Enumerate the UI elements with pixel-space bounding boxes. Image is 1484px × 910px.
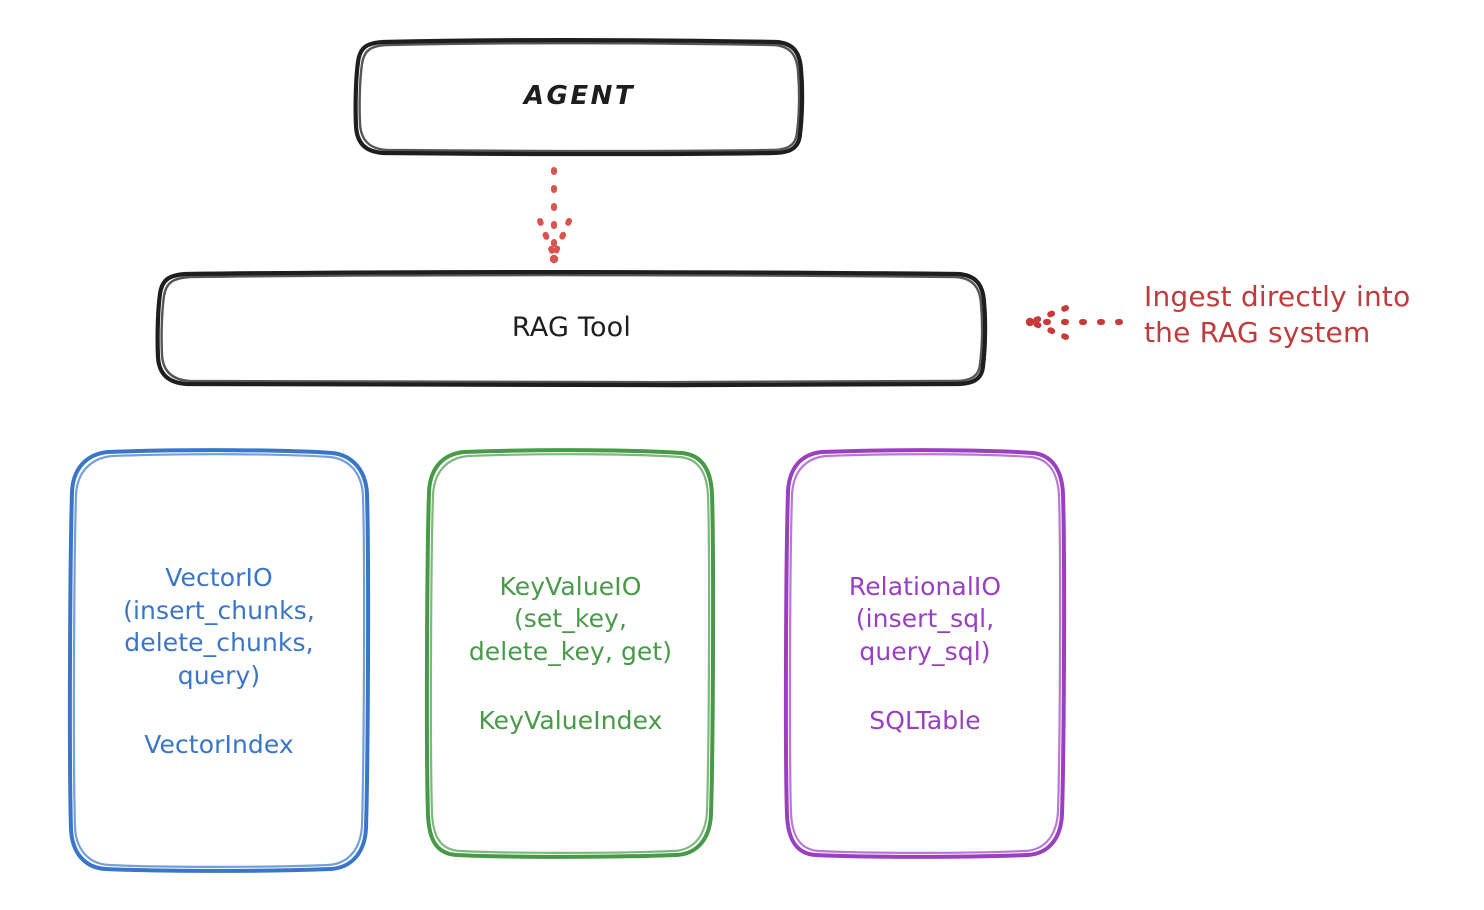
dotted-arrow-left-icon	[1025, 305, 1123, 340]
rag-tool-node[interactable]: RAG Tool	[157, 272, 986, 384]
agent-node-label: AGENT	[523, 80, 636, 111]
vector-io-node-label: VectorIO (insert_chunks, delete_chunks, …	[123, 563, 315, 690]
key-value-io-node-label: KeyValueIO (set_key, delete_key, get)	[468, 571, 673, 666]
key-value-io-node[interactable]: KeyValueIO (set_key, delete_key, get) Ke…	[428, 450, 713, 856]
vector-io-node[interactable]: VectorIO (insert_chunks, delete_chunks, …	[70, 450, 368, 871]
key-value-io-node-sublabel: KeyValueIndex	[478, 706, 663, 736]
rag-tool-node-label: RAG Tool	[511, 312, 632, 344]
relational-io-node-label: RelationalIO (insert_sql, query_sql)	[848, 571, 1002, 666]
vector-io-node-sublabel: VectorIndex	[144, 730, 294, 759]
ingest-annotation-text: Ingest directly into the RAG system	[1144, 280, 1411, 350]
dotted-arrow-down-icon	[537, 167, 572, 264]
relational-io-node-sublabel: SQLTable	[869, 706, 981, 736]
relational-io-node[interactable]: RelationalIO (insert_sql, query_sql) SQL…	[787, 450, 1063, 856]
agent-node[interactable]: AGENT	[356, 40, 803, 153]
